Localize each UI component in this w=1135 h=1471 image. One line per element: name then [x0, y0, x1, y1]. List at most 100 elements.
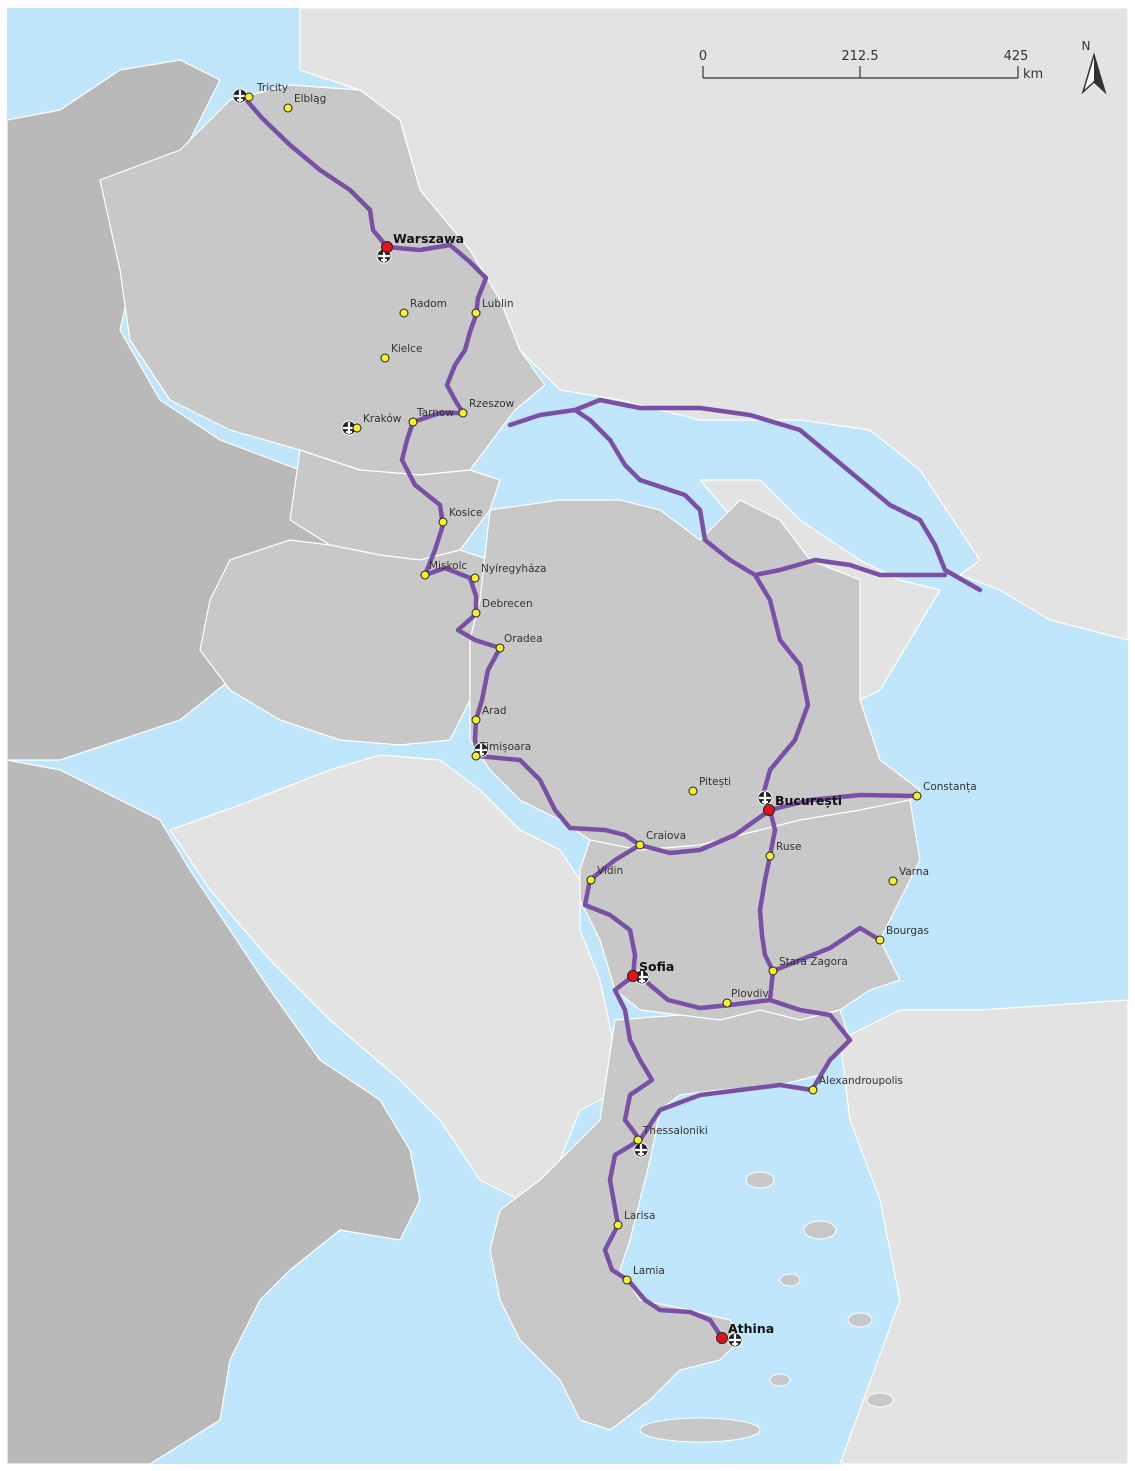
airport-markers [232, 88, 773, 1348]
islands [639, 1171, 894, 1443]
city-marker-radom[interactable] [399, 308, 409, 318]
city-marker-lamia[interactable] [622, 1275, 632, 1285]
island-4 [847, 1312, 873, 1328]
city-label-pitesti: Pitești [699, 776, 731, 788]
city-marker-rzeszow[interactable] [458, 408, 468, 418]
city-marker-arad[interactable] [471, 715, 481, 725]
route-moldova-link [752, 557, 948, 578]
island-3 [779, 1273, 801, 1287]
scale-bar: 0 212.5 425 km [699, 49, 1043, 82]
airport-icon-athina[interactable] [727, 1332, 743, 1348]
north-arrow-fill [1094, 55, 1105, 92]
city-marker-elblag[interactable] [283, 103, 293, 113]
land-italy [6, 759, 421, 1465]
route-stara-zagora-bourgas [770, 925, 883, 974]
city-label-lamia: Lamia [633, 1265, 665, 1277]
city-marker-tarnow[interactable] [408, 417, 418, 427]
route-carpathian-loop [507, 407, 811, 798]
north-arrow: N [1082, 39, 1107, 95]
island-1 [745, 1171, 775, 1189]
route-northern-arc [572, 397, 983, 593]
city-marker-vidin[interactable] [586, 875, 596, 885]
capital-label-warszawa: Warszawa [393, 231, 464, 246]
city-label-elblag: Elbląg [294, 93, 326, 105]
city-label-tarnow: Tarnow [416, 407, 454, 419]
land-greece [489, 1009, 851, 1431]
city-label-nyiregyhaza: Nyíregyháza [481, 563, 546, 575]
city-marker-lublin[interactable] [471, 308, 481, 318]
city-label-debrecen: Debrecen [482, 598, 533, 610]
island-2 [803, 1220, 837, 1240]
island-5 [769, 1373, 791, 1387]
route-timisoara-bucuresti [475, 753, 773, 856]
land-poland [99, 84, 546, 476]
airport-icon-plane [759, 792, 771, 804]
island-6 [866, 1392, 894, 1408]
city-label-radom: Radom [410, 298, 447, 310]
city-label-oradea: Oradea [504, 633, 543, 645]
city-label-craiova: Craiova [646, 830, 686, 842]
city-marker-stara-zagora[interactable] [768, 966, 778, 976]
city-marker-varna[interactable] [888, 876, 898, 886]
capital-label-sofia: Sofia [639, 959, 674, 974]
city-marker-pitesti[interactable] [688, 786, 698, 796]
city-label-krakow: Kraków [363, 413, 402, 425]
scale-bar-unit: km [1023, 67, 1043, 82]
route-vidin-sofia [582, 842, 643, 979]
city-marker-larisa[interactable] [613, 1220, 623, 1230]
city-marker-alexandroupolis[interactable] [808, 1085, 818, 1095]
airport-icon-tricity[interactable] [232, 88, 248, 104]
land-bulgaria [579, 799, 921, 1021]
route-lines [240, 93, 983, 1341]
city-label-tricity: Tricity [256, 82, 288, 94]
city-marker-nyiregyhaza[interactable] [470, 573, 480, 583]
scale-bar-label-2: 425 [1004, 49, 1029, 64]
city-label-kosice: Kosice [449, 507, 482, 519]
city-marker-oradea[interactable] [495, 643, 505, 653]
city-label-varna: Varna [899, 866, 929, 878]
airport-icon-bucuresti[interactable] [757, 790, 773, 806]
city-marker-tricity[interactable] [244, 92, 254, 102]
city-marker-craiova[interactable] [635, 840, 645, 850]
city-marker-krakow[interactable] [352, 423, 362, 433]
airport-icon-thessaloniki[interactable] [633, 1142, 649, 1158]
city-label-lublin: Lublin [482, 298, 513, 310]
city-label-vidin: Vidin [597, 865, 623, 877]
city-marker-timisoara[interactable] [471, 751, 481, 761]
city-label-thessaloniki: Thessaloniki [642, 1125, 708, 1137]
city-marker-kielce[interactable] [380, 353, 390, 363]
city-marker-debrecen[interactable] [471, 608, 481, 618]
capital-marker-warszawa[interactable] [381, 241, 393, 253]
airport-icon-plane [729, 1334, 741, 1346]
airport-icon-plane [635, 1144, 647, 1156]
city-marker-bourgas[interactable] [875, 935, 885, 945]
city-marker-constanta[interactable] [912, 791, 922, 801]
scale-bar-label-1: 212.5 [841, 49, 878, 64]
capital-marker-sofia[interactable] [627, 970, 639, 982]
airport-icon-plane [234, 90, 246, 102]
city-marker-plovdiv[interactable] [722, 998, 732, 1008]
city-label-timisoara: Timișoara [479, 741, 531, 753]
route-bucuresti-constanta [767, 792, 920, 813]
city-marker-kosice[interactable] [438, 517, 448, 527]
route-thessaloniki-athina [602, 1137, 725, 1341]
city-label-miskolc: Miskolc [429, 560, 467, 572]
city-label-kielce: Kielce [391, 343, 422, 355]
route-sofia-thessaloniki [612, 973, 655, 1143]
capital-marker-bucuresti[interactable] [763, 804, 775, 816]
capital-marker-athina[interactable] [716, 1332, 728, 1344]
city-marker-miskolc[interactable] [420, 570, 430, 580]
land-turkey [839, 999, 1129, 1465]
route-countries [99, 84, 921, 1431]
island-7 [639, 1417, 761, 1443]
capital-label-athina: Athina [728, 1321, 774, 1336]
city-label-rzeszow: Rzeszow [469, 398, 515, 410]
city-marker-thessaloniki[interactable] [633, 1135, 643, 1145]
city-label-plovdiv: Plovdiv [731, 988, 769, 1000]
city-marker-ruse[interactable] [765, 851, 775, 861]
city-label-ruse: Ruse [776, 841, 801, 853]
capital-label-bucuresti: București [775, 793, 842, 808]
city-label-larisa: Larisa [624, 1210, 655, 1222]
